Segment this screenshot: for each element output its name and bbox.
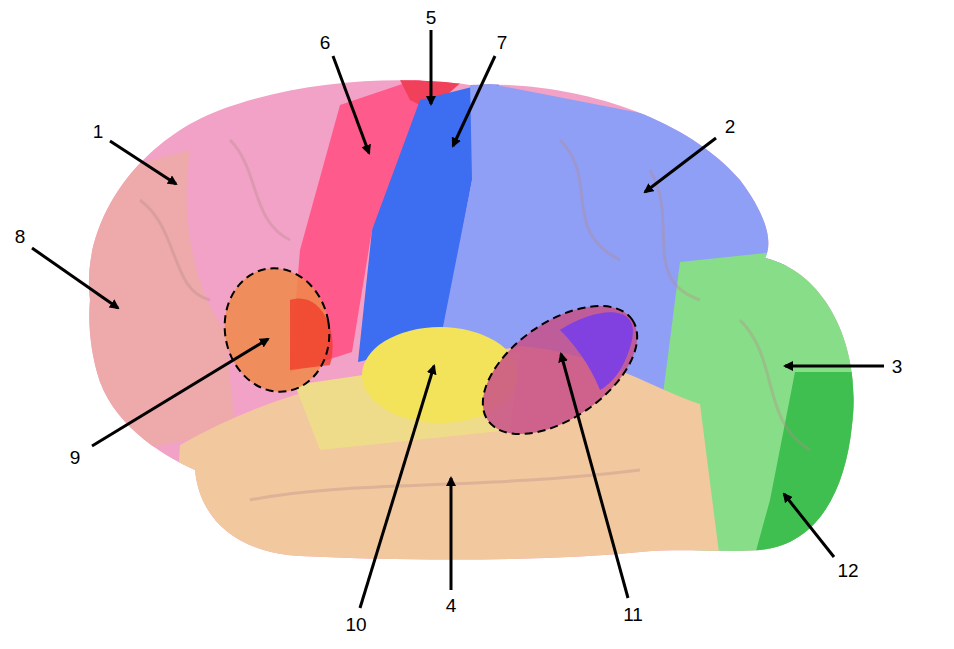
callout-number: 12 bbox=[837, 561, 858, 580]
callout-number: 2 bbox=[725, 117, 736, 136]
callout-number: 10 bbox=[345, 615, 366, 634]
callout-number: 6 bbox=[320, 33, 331, 52]
callout-number: 4 bbox=[446, 596, 457, 615]
callout-number: 1 bbox=[93, 122, 104, 141]
leader-arrow bbox=[784, 494, 834, 557]
callout-number: 3 bbox=[892, 357, 903, 376]
prefrontal-area bbox=[40, 150, 235, 470]
leader-arrow bbox=[430, 30, 433, 104]
callout-number: 5 bbox=[426, 8, 437, 27]
wernickes-area bbox=[460, 280, 659, 460]
callout-number: 11 bbox=[623, 605, 643, 624]
leader-arrow bbox=[645, 138, 716, 192]
brocas-area bbox=[215, 260, 339, 400]
visual-cortex bbox=[748, 372, 880, 580]
leader-arrow bbox=[450, 478, 453, 590]
leader-arrow bbox=[360, 366, 434, 608]
leader-arrows bbox=[32, 30, 884, 608]
leader-arrow bbox=[785, 365, 884, 368]
leader-arrow bbox=[333, 56, 369, 153]
leader-arrow bbox=[92, 339, 268, 446]
callout-number: 7 bbox=[497, 33, 508, 52]
gyri bbox=[140, 140, 810, 500]
leader-arrow bbox=[561, 354, 628, 598]
callout-number: 8 bbox=[15, 227, 26, 246]
leader-arrow bbox=[32, 248, 118, 308]
callout-number: 9 bbox=[70, 448, 81, 467]
leader-arrow bbox=[453, 56, 495, 146]
leader-arrow bbox=[110, 141, 176, 184]
